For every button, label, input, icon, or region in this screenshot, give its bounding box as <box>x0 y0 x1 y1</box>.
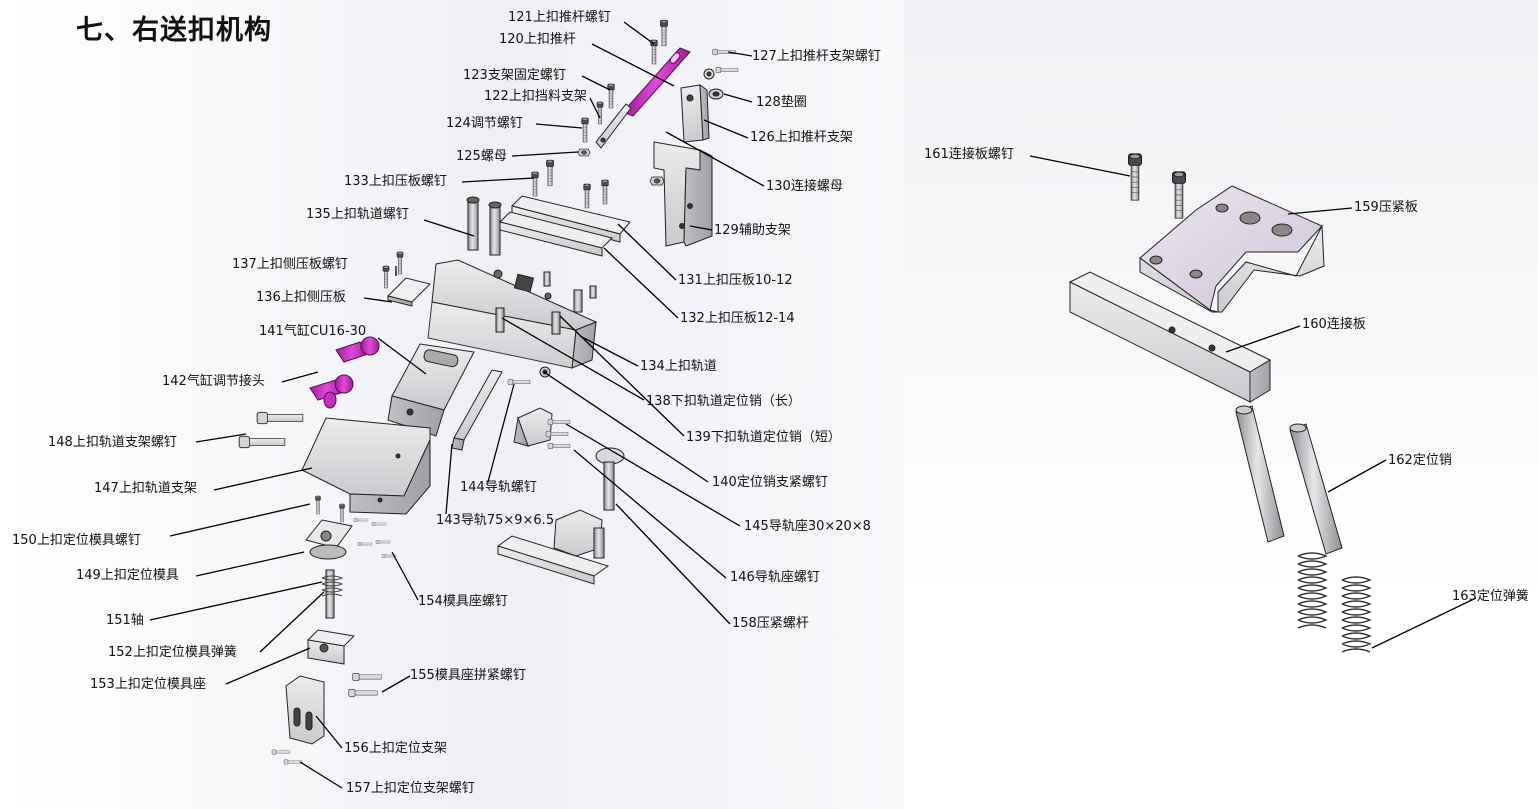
track-support <box>301 417 431 515</box>
label-part-161: 161连接板螺钉 <box>924 147 1014 162</box>
cylinder <box>387 343 475 437</box>
label-part-153: 153上扣定位模具座 <box>90 677 206 692</box>
label-part-121: 121上扣推杆螺钉 <box>508 10 611 25</box>
label-part-163: 163定位弹簧 <box>1452 589 1529 604</box>
label-part-124: 124调节螺钉 <box>446 116 523 131</box>
label-part-162: 162定位销 <box>1388 453 1452 468</box>
connect-nut <box>649 176 665 186</box>
right-panel <box>904 0 1538 809</box>
label-part-145: 145导轨座30×20×8 <box>744 519 871 534</box>
side-plate-screws <box>382 251 404 289</box>
locating-springs <box>1297 552 1372 653</box>
label-part-142: 142气缸调节接头 <box>162 374 265 389</box>
label-part-132: 132上扣压板12-14 <box>680 311 795 326</box>
label-part-133: 133上扣压板螺钉 <box>344 174 447 189</box>
label-part-150: 150上扣定位模具螺钉 <box>12 533 141 548</box>
locating-mold <box>305 519 353 560</box>
label-part-126: 126上扣推杆支架 <box>750 130 853 145</box>
locating-pins <box>1235 405 1343 555</box>
mold-spring <box>321 575 344 597</box>
washer <box>708 88 724 100</box>
label-part-135: 135上扣轨道螺钉 <box>306 207 409 222</box>
track-pins <box>495 271 597 335</box>
cylinder-fittings <box>309 336 380 409</box>
label-part-151: 151轴 <box>106 613 144 628</box>
side-plate <box>387 277 431 307</box>
leader-lines <box>149 21 1477 789</box>
label-part-129: 129辅助支架 <box>714 223 791 238</box>
rail-assembly <box>496 509 610 585</box>
label-part-122: 122上扣挡料支架 <box>484 89 587 104</box>
label-part-147: 147上扣轨道支架 <box>94 481 197 496</box>
guide-rail <box>451 369 503 451</box>
parts-left <box>238 19 739 765</box>
mold-seat-screws <box>348 673 382 697</box>
label-part-144: 144导轨螺钉 <box>460 480 537 495</box>
label-part-158: 158压紧螺杆 <box>732 616 809 631</box>
bracket-screws <box>238 411 304 449</box>
push-rod-bracket <box>680 83 710 143</box>
label-part-141: 141气缸CU16-30 <box>259 324 367 339</box>
label-part-157: 157上扣定位支架螺钉 <box>346 781 475 796</box>
label-part-123: 123支架固定螺钉 <box>463 68 566 83</box>
clamp-plate <box>1139 185 1325 313</box>
label-part-136: 136上扣侧压板 <box>256 290 346 305</box>
label-part-149: 149上扣定位模具 <box>76 568 179 583</box>
label-part-131: 131上扣压板10-12 <box>678 273 793 288</box>
aux-bracket <box>653 141 713 247</box>
left-panel <box>0 0 904 809</box>
label-part-154: 154模具座螺钉 <box>418 594 508 609</box>
label-part-139: 139下扣轨道定位销（短） <box>686 430 841 445</box>
adjust-screw <box>581 117 589 143</box>
label-part-159: 159压紧板 <box>1354 200 1418 215</box>
clamp-rod <box>595 447 625 511</box>
label-part-134: 134上扣轨道 <box>640 359 717 374</box>
label-part-140: 140定位销支紧螺钉 <box>712 475 828 490</box>
rail-screws <box>507 366 551 386</box>
label-part-127: 127上扣推杆支架螺钉 <box>752 49 881 64</box>
top-plate-12-14 <box>499 211 613 257</box>
stop-bracket <box>595 103 632 149</box>
connect-plate <box>1068 271 1272 403</box>
label-part-137: 137上扣侧压板螺钉 <box>232 257 348 272</box>
locating-bracket-screws <box>271 749 303 765</box>
track-screws <box>466 196 502 256</box>
label-part-143: 143导轨75×9×6.5 <box>436 513 555 528</box>
label-part-146: 146导轨座螺钉 <box>730 570 820 585</box>
label-part-130: 130连接螺母 <box>766 179 843 194</box>
label-part-156: 156上扣定位支架 <box>344 741 447 756</box>
push-rod-bracket-screws <box>703 48 739 80</box>
page-title: 七、右送扣机构 <box>76 15 272 46</box>
label-part-128: 128垫圈 <box>756 95 807 110</box>
rail-seat <box>513 407 553 447</box>
label-part-152: 152上扣定位模具弹簧 <box>108 645 237 660</box>
label-part-120: 120上扣推杆 <box>499 32 576 47</box>
nut-125 <box>577 148 591 157</box>
parts-right <box>1068 153 1372 653</box>
locating-bracket <box>285 675 325 745</box>
label-part-160: 160连接板 <box>1302 317 1366 332</box>
push-rod <box>622 47 691 117</box>
mold-seat <box>306 629 356 665</box>
connect-plate-screws <box>1127 153 1187 219</box>
label-part-138: 138下扣轨道定位销（长） <box>646 394 801 409</box>
push-rod-screws <box>650 19 668 65</box>
label-part-155: 155模具座拼紧螺钉 <box>410 668 526 683</box>
label-part-125: 125螺母 <box>456 149 507 164</box>
label-part-148: 148上扣轨道支架螺钉 <box>48 435 177 450</box>
